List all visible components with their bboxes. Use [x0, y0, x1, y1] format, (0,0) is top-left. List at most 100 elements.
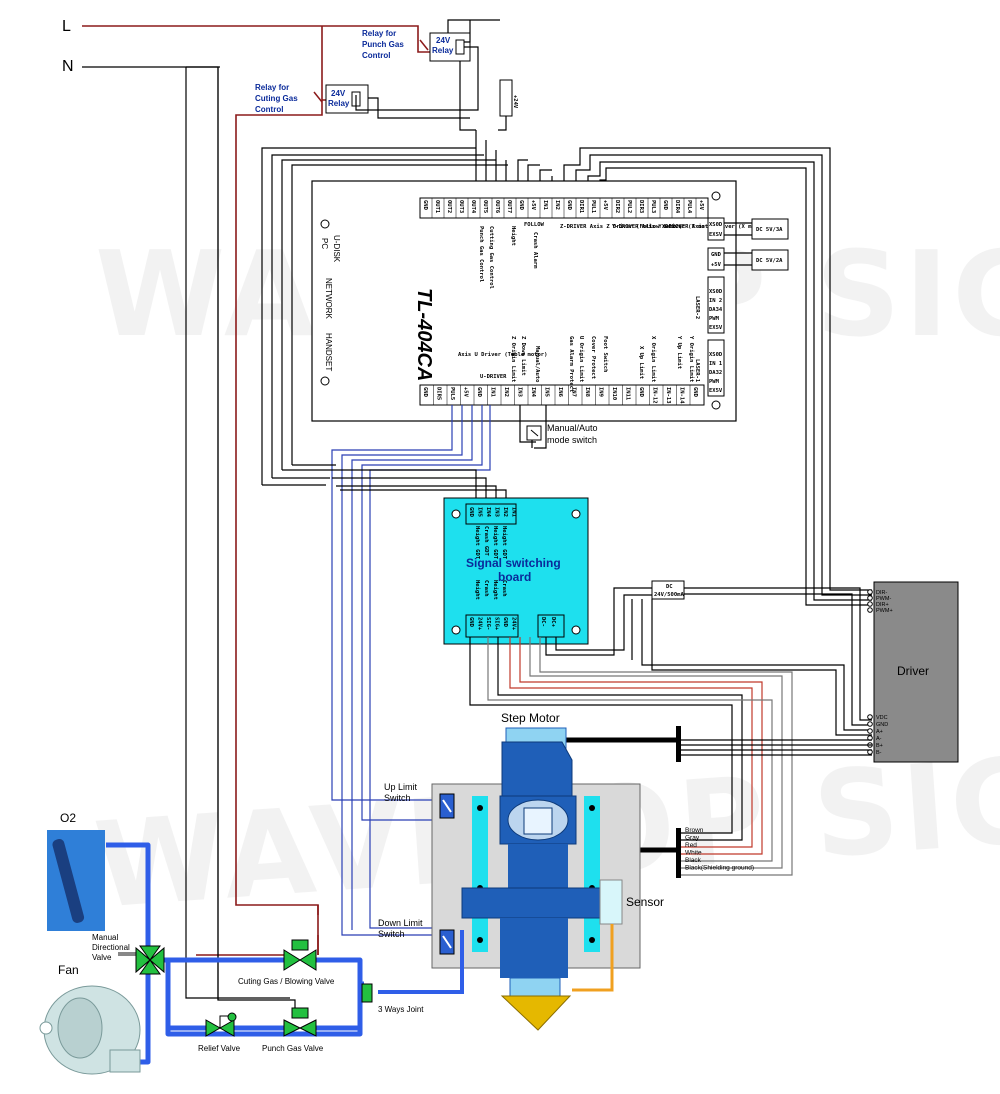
board-bottom-terminal: 24V+	[511, 617, 517, 631]
driver-pin-label: GND	[876, 722, 888, 728]
controller-board: TL-404CA U-DISK PC NETWORK HANDSET GND OU…	[311, 180, 768, 422]
driver-pin-label: B-	[876, 750, 882, 756]
fan-label: Fan	[58, 963, 79, 977]
board-bottom-terminal: 24V+	[477, 617, 483, 631]
bottom-group-label: Z Origin Limit	[510, 336, 516, 382]
bottom-group-label: Cover Protect	[590, 336, 596, 379]
board-top-terminal: IN1	[511, 507, 517, 518]
driver-pin	[867, 714, 873, 720]
motor-wire-label: Red	[685, 842, 697, 849]
board-mid-label: Height	[474, 580, 480, 600]
laser-terminal: LASER-1	[694, 359, 700, 383]
svg-text:Punch Gas: Punch Gas	[362, 40, 404, 49]
svg-text:DC 5V/2A: DC 5V/2A	[756, 258, 783, 264]
board-top-terminal: IN3	[494, 507, 500, 517]
top-terminal: PUL4	[686, 200, 692, 214]
svg-text:3 Ways Joint: 3 Ways Joint	[378, 1005, 424, 1014]
board-top-terminal: IN2	[502, 507, 508, 517]
bottom-group-label: Y Origin Limit	[688, 336, 694, 382]
laser-terminal: IN 2	[709, 298, 722, 304]
bottom-group-label: Gas Alarm Protect	[568, 336, 574, 392]
board-mid-label: Crash	[501, 580, 507, 597]
bottom-terminal: IN6	[557, 387, 563, 398]
svg-text:Down Limit: Down Limit	[378, 918, 423, 928]
bottom-terminal: IN11	[625, 387, 631, 401]
bottom-group-label: Axis U Driver (Table motor)	[458, 352, 547, 358]
bottom-terminal: IN7	[571, 387, 577, 397]
svg-text:mode switch: mode switch	[547, 435, 597, 445]
line-wire	[82, 25, 435, 955]
bottom-group-label: Foot Switch	[602, 336, 608, 372]
driver-pin	[867, 728, 873, 734]
top-terminal: +5V	[698, 200, 704, 211]
top-terminal: OUT3	[458, 200, 464, 213]
bottom-group-label: Y Up Limit	[676, 336, 682, 369]
port-pc: PC	[320, 238, 329, 249]
neutral-label: N	[62, 58, 74, 75]
svg-text:24V: 24V	[331, 89, 346, 98]
top-terminal: OUT1	[434, 200, 440, 214]
svg-text:Switch: Switch	[384, 793, 411, 803]
o2-cylinder	[47, 830, 105, 931]
svg-text:Cutting Gas Control: Cutting Gas Control	[488, 226, 494, 289]
svg-text:Manual/Auto: Manual/Auto	[547, 423, 598, 433]
svg-text:Switch: Switch	[378, 929, 405, 939]
top-terminal: +5V	[602, 200, 608, 211]
bottom-terminal: IN1	[490, 387, 496, 398]
board-mid-label: Height	[492, 580, 498, 600]
bottom-terminal: IN-12	[652, 387, 658, 404]
bottom-group-label: X Up Limit	[638, 346, 644, 379]
svg-text:Y-DRIVER Axis Y Driver (Y moto: Y-DRIVER Axis Y Driver (Y motor)	[612, 224, 718, 230]
controller-model: TL-404CA	[413, 288, 435, 381]
laser-terminal: EX5V	[709, 325, 723, 331]
svg-text:Relay: Relay	[432, 46, 454, 55]
top-terminal: DIR4	[674, 200, 680, 214]
cutting-relay: Relay for Cuting Gas Control 24V Relay	[255, 83, 369, 114]
top-terminal: OUT6	[494, 200, 500, 214]
svg-text:FOLLOW: FOLLOW	[524, 222, 545, 228]
bottom-group-label: Z Down Limit	[520, 336, 526, 376]
driver-pin	[867, 721, 873, 727]
board-title-1: Signal switching	[466, 556, 561, 570]
driver-pin	[867, 607, 873, 613]
svg-text:Cuting Gas: Cuting Gas	[255, 94, 298, 103]
svg-text:Punch Gas Control: Punch Gas Control	[478, 226, 484, 282]
top-terminal: OUT4	[470, 200, 476, 214]
driver-pin-label: DIR-	[876, 590, 887, 596]
svg-text:24V/500mA: 24V/500mA	[654, 592, 684, 598]
svg-text:Relay: Relay	[328, 99, 350, 108]
bottom-terminal: GND	[692, 387, 698, 398]
laser-terminal: XS0D	[709, 289, 723, 295]
driver-pin-label: DIR+	[876, 602, 889, 608]
svg-text:Crash Alarm: Crash Alarm	[532, 232, 538, 269]
board-mid-label: Crash	[483, 580, 489, 597]
port-handset: HANDSET	[324, 333, 333, 371]
bottom-group-label: U Origin Limit	[578, 336, 584, 382]
top-terminal: DIR1	[578, 200, 584, 214]
svg-text:Driver: Driver	[897, 664, 929, 678]
port-udisk: U-DISK	[332, 235, 341, 263]
driver-pin-label: VDC	[876, 715, 888, 721]
svg-text:GND: GND	[711, 252, 722, 258]
svg-text:Relay for: Relay for	[362, 29, 396, 38]
port-network: NETWORK	[324, 278, 333, 320]
driver-pin-label: A+	[876, 729, 883, 735]
top-terminal: OUT5	[482, 200, 488, 213]
board-bottom-terminal: GND	[502, 617, 508, 628]
board-top-terminal: IN5	[477, 507, 483, 517]
fan-blower	[39, 985, 141, 1075]
top-terminal: OUT2	[446, 200, 452, 213]
bottom-terminal: IN10	[611, 387, 617, 400]
board-top-terminal: GND	[468, 507, 474, 518]
top-terminal: PUL3	[650, 200, 656, 213]
svg-text:DC 5V/3A: DC 5V/3A	[756, 227, 783, 233]
power-module-2	[751, 249, 789, 271]
laser-terminal: IN 1	[709, 361, 723, 367]
cutting-head	[378, 727, 641, 1031]
svg-text:Relay for: Relay for	[255, 83, 289, 92]
board-title-2: board	[498, 570, 531, 584]
supply-24v: +24V	[499, 79, 518, 117]
top-terminal: GND	[422, 200, 428, 211]
driver-pin	[867, 601, 873, 607]
board-top-label: Crash GDT	[483, 526, 489, 556]
